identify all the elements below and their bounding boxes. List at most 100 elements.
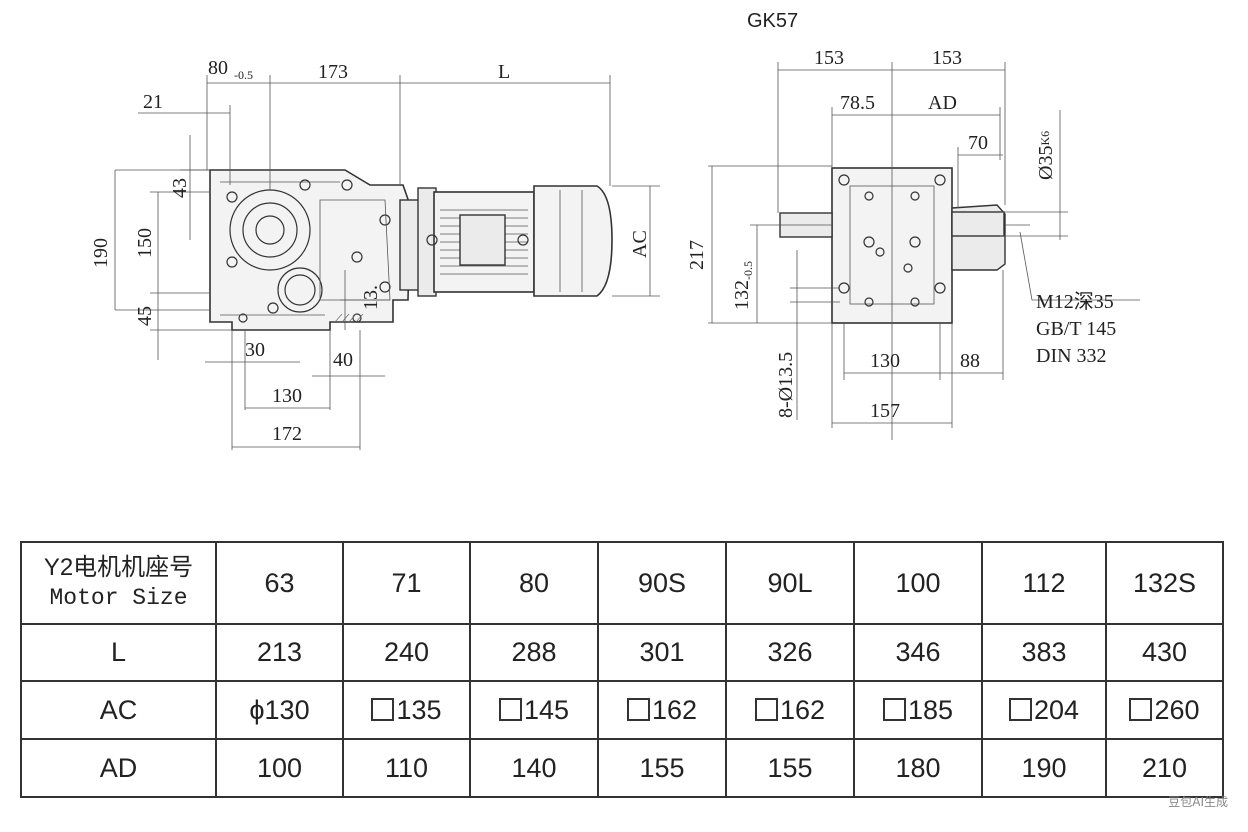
- value-cell: 326: [725, 623, 855, 682]
- value-cell: 210: [1105, 738, 1224, 798]
- header-cn: Y2电机机座号: [43, 554, 194, 581]
- end-dimension-lines: [708, 62, 1140, 440]
- size-cell: 100: [853, 541, 983, 625]
- side-dimension-lines: [114, 75, 660, 450]
- dim-130-end: 130: [870, 350, 900, 372]
- watermark: 豆包AI生成: [1168, 795, 1228, 809]
- square-symbol-icon: [882, 697, 906, 721]
- value-text: 130: [264, 694, 310, 725]
- dim-78-5: 78.5: [840, 92, 875, 114]
- dim-13: 13.: [360, 285, 382, 310]
- dim-AD: AD: [928, 92, 957, 114]
- square-symbol-icon: [371, 697, 395, 721]
- table-header-cell: Y2电机机座号 Motor Size: [20, 541, 217, 625]
- dim-45: 45: [134, 306, 156, 326]
- gearbox-housing: [209, 169, 411, 331]
- value-cell: 288: [469, 623, 599, 682]
- header-en: Motor Size: [49, 585, 188, 611]
- end-bolts: [838, 174, 946, 307]
- value-text: 145: [523, 694, 570, 725]
- dim-80-tol: -0.5: [234, 68, 253, 82]
- dim-157: 157: [870, 400, 900, 422]
- output-shaft: [951, 211, 1005, 237]
- value-cell: 430: [1105, 623, 1224, 682]
- technical-drawing: GK57: [90, 10, 1140, 450]
- dim-21: 21: [143, 91, 163, 113]
- table-row-AD: AD 100 110 140 155 155 180 190 210: [20, 738, 1224, 798]
- size-cell: 80: [469, 541, 599, 625]
- value-cell: 162: [725, 680, 855, 740]
- thread-note-1: M12深35: [1036, 290, 1114, 313]
- value-text: 185: [907, 694, 954, 725]
- thread-note-2: GB/T 145: [1036, 318, 1116, 340]
- value-cell: 145: [469, 680, 599, 740]
- dim-153-right: 153: [932, 47, 962, 69]
- value-text: 162: [651, 694, 698, 725]
- value-cell: 185: [853, 680, 983, 740]
- square-symbol-icon: [1129, 697, 1153, 721]
- size-cell: 112: [981, 541, 1107, 625]
- value-cell: 240: [342, 623, 471, 682]
- lower-gear-inner: [284, 274, 316, 306]
- value-cell: 155: [725, 738, 855, 798]
- size-cell: 132S: [1105, 541, 1224, 625]
- motor-bolt-2: [517, 234, 529, 246]
- output-bore: [255, 215, 285, 245]
- dim-35: Ø35K6: [1035, 131, 1057, 180]
- size-cell: 63: [215, 541, 344, 625]
- output-bore-mid: [242, 202, 298, 258]
- value-text: 260: [1154, 694, 1200, 725]
- lower-gear-cover: [277, 267, 323, 313]
- dim-153-left: 153: [814, 47, 844, 69]
- housing-detail-lines: [220, 181, 390, 316]
- drawing-title: GK57: [747, 10, 798, 32]
- dim-132: 132-0.5: [731, 261, 755, 310]
- end-view: 153 153 78.5 AD 70 Ø35K6 217 132-0.5 8-Ø…: [686, 47, 1140, 440]
- value-cell: 100: [215, 738, 344, 798]
- value-cell: 180: [853, 738, 983, 798]
- square-symbol-icon: [754, 697, 778, 721]
- value-text: 204: [1033, 694, 1080, 725]
- dim-173: 173: [318, 61, 348, 83]
- dimension-table: Y2电机机座号 Motor Size 63 71 80 90S 90L 100 …: [20, 541, 1224, 798]
- value-cell: 135: [342, 680, 471, 740]
- dim-40: 40: [333, 349, 353, 371]
- table-header-row: Y2电机机座号 Motor Size 63 71 80 90S 90L 100 …: [20, 541, 1224, 625]
- dim-L: L: [498, 61, 510, 83]
- dim-150: 150: [134, 228, 156, 258]
- housing-bolts: [226, 179, 391, 323]
- phi-symbol: ϕ: [249, 694, 265, 725]
- value-cell: 110: [342, 738, 471, 798]
- value-cell: 190: [981, 738, 1107, 798]
- table-row-AC: AC ϕ130 135 145 162 162 185 204 260: [20, 680, 1224, 740]
- size-cell: 71: [342, 541, 471, 625]
- value-cell: 162: [597, 680, 727, 740]
- table-row-L: L 213 240 288 301 326 346 383 430: [20, 623, 1224, 682]
- dim-AC: AC: [629, 230, 651, 258]
- thread-note-3: DIN 332: [1036, 345, 1107, 367]
- value-text: 162: [779, 694, 826, 725]
- square-symbol-icon: [498, 697, 522, 721]
- value-cell: 140: [469, 738, 599, 798]
- size-cell: 90L: [725, 541, 855, 625]
- value-cell: ϕ130: [215, 680, 344, 740]
- value-cell: 260: [1105, 680, 1224, 740]
- value-text: 135: [396, 694, 442, 725]
- square-symbol-icon: [1008, 697, 1032, 721]
- side-view: 80 -0.5 173 L 21 43 190 150 45 13. AC 30…: [90, 57, 660, 450]
- value-cell: 204: [981, 680, 1107, 740]
- square-symbol-icon: [626, 697, 650, 721]
- row-label: AC: [20, 680, 217, 740]
- dim-172: 172: [272, 423, 302, 445]
- value-cell: 383: [981, 623, 1107, 682]
- value-cell: 346: [853, 623, 983, 682]
- dim-217: 217: [686, 240, 708, 270]
- dim-80: 80: [208, 57, 228, 79]
- size-cell: 90S: [597, 541, 727, 625]
- foot-hatch: [334, 313, 364, 323]
- dim-8-holes: 8-Ø13.5: [775, 352, 797, 418]
- dim-130-side: 130: [272, 385, 302, 407]
- dim-190: 190: [90, 238, 112, 268]
- row-label: AD: [20, 738, 217, 798]
- value-cell: 301: [597, 623, 727, 682]
